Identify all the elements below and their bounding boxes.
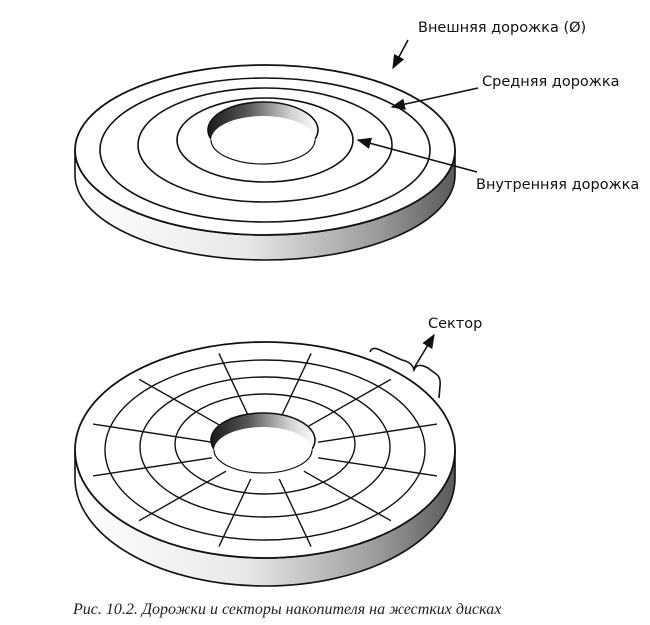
middle-track-label: Средняя дорожка [482, 74, 620, 90]
sector-divider [317, 457, 438, 477]
inner-track-label: Внутренняя дорожка [476, 177, 639, 193]
sector-label: Сектор [428, 316, 482, 332]
sector-ring [139, 376, 391, 518]
outer-track [99, 77, 431, 223]
disk-tracks: Внешняя дорожка (Ø) Средняя дорожка Внут… [74, 20, 639, 261]
sector-divider [303, 378, 392, 430]
sector-divider [303, 470, 392, 522]
sector-divider [92, 423, 213, 443]
figure-caption: Рис. 10.2. Дорожки и секторы накопителя … [72, 601, 501, 618]
sector-rings [104, 359, 426, 541]
sector-arrow [413, 333, 435, 369]
sector-divider [317, 423, 438, 443]
sector-divider [138, 378, 227, 430]
middle-track [137, 87, 393, 203]
sector-divider [218, 478, 252, 547]
disk-sectors: Сектор [74, 316, 482, 587]
sector-divider [278, 353, 312, 422]
inner-track [176, 97, 354, 183]
sector-divider [92, 457, 213, 477]
sector-divider [218, 353, 252, 422]
sector-ring [104, 359, 426, 541]
sector-divider [278, 478, 312, 547]
middle-track-arrow [390, 87, 479, 110]
disk1-hole-rim [210, 139, 316, 165]
outer-track-arrow [392, 39, 409, 70]
sector-lines [92, 353, 438, 547]
sector-divider [138, 470, 227, 522]
sector-ring [174, 393, 356, 495]
outer-track-label: Внешняя дорожка (Ø) [418, 20, 586, 36]
disk1-hole-bottom [211, 116, 315, 164]
disk2-hole-bottom [214, 427, 312, 473]
inner-track-arrow [356, 137, 478, 173]
sector-brace [369, 347, 441, 399]
disk2-hole-rim [213, 449, 313, 474]
